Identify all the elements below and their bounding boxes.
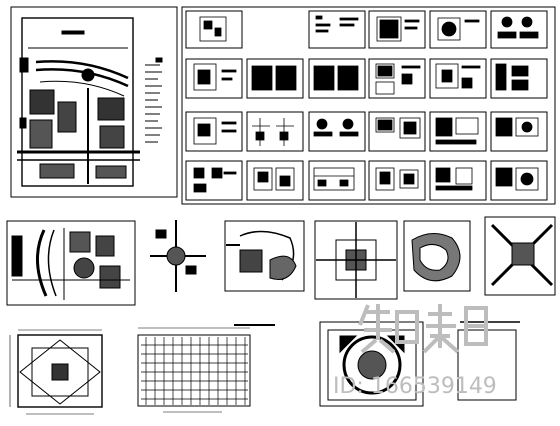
master-site-plan	[10, 6, 178, 198]
drawing-sheet-contents	[193, 15, 539, 193]
watermark-id-text: ID: 166539149	[333, 374, 497, 399]
watermark-logo-icon	[358, 304, 488, 354]
rotated-garden-plan	[403, 220, 471, 292]
drawing-sheet-grid	[181, 6, 556, 205]
watermark: ID: 166539149	[333, 304, 497, 399]
diagonal-corner-plan	[484, 216, 556, 296]
paving-grid-plan	[137, 324, 275, 413]
overall-plan	[6, 220, 136, 306]
landscape-garden-plan	[224, 220, 305, 292]
plaza-node-plan	[150, 220, 206, 292]
square-plaza-plan	[314, 220, 398, 300]
pavilion-plan	[9, 329, 103, 415]
